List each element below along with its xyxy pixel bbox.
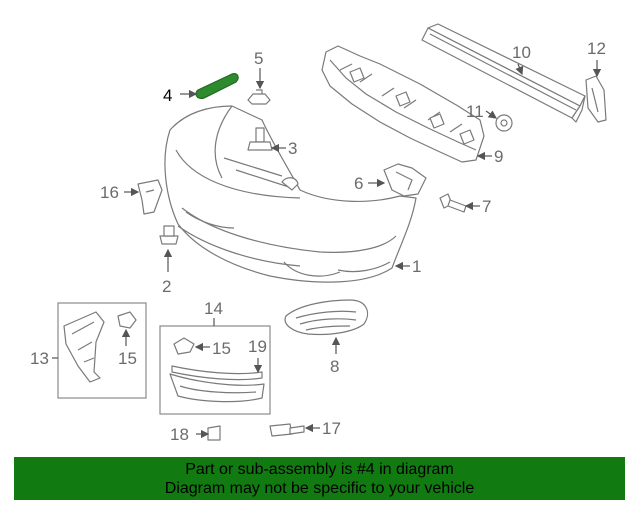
callout-10: 10: [512, 43, 531, 62]
fog-lamp-bezel-part[interactable]: [284, 299, 369, 336]
callout-5: 5: [254, 49, 263, 68]
molding-part-19[interactable]: [171, 365, 263, 381]
sub-assembly-box-14: [159, 325, 271, 415]
sub-assembly-box-13: [57, 302, 147, 399]
callout-3: 3: [288, 139, 297, 158]
parts-diagram: 4 5 3 6 7 9 10 11 12 16 2 1 8 13 15 14 1…: [30, 23, 607, 444]
bolt-part-2[interactable]: [159, 225, 179, 245]
energy-absorber-part[interactable]: [321, 45, 485, 163]
nut-part[interactable]: [495, 114, 513, 132]
callout-8: 8: [330, 357, 339, 376]
callout-6: 6: [354, 174, 363, 193]
clip-part-18[interactable]: [207, 425, 221, 441]
callout-11: 11: [466, 102, 484, 121]
callout-14: 14: [204, 299, 223, 318]
clip-part-15a[interactable]: [117, 311, 137, 329]
callout-7: 7: [482, 197, 491, 216]
side-bracket-part[interactable]: [585, 75, 607, 123]
reinforcement-bar-part[interactable]: [421, 23, 586, 123]
molding-strip-part[interactable]: [195, 73, 239, 99]
callout-2: 2: [162, 277, 171, 296]
callout-9: 9: [494, 147, 503, 166]
callout-15a: 15: [118, 349, 137, 368]
screw-part-17[interactable]: [269, 423, 305, 437]
retainer-bracket-part[interactable]: [383, 163, 427, 197]
bolt-part-7[interactable]: [439, 193, 467, 213]
callout-16: 16: [100, 183, 119, 202]
callout-4: 4: [163, 86, 172, 105]
callout-17: 17: [322, 419, 341, 438]
callout-18: 18: [170, 425, 189, 444]
callout-13: 13: [30, 349, 49, 368]
side-retainer-part[interactable]: [137, 179, 163, 215]
clip-part-15b[interactable]: [173, 337, 195, 355]
lower-grille-part[interactable]: [169, 373, 265, 403]
callout-15b: 15: [212, 339, 231, 358]
air-guide-part[interactable]: [63, 311, 105, 383]
callout-1: 1: [412, 257, 421, 276]
callout-12: 12: [587, 39, 606, 58]
callout-19: 19: [248, 337, 267, 356]
info-banner: Part or sub-assembly is #4 in diagram Di…: [14, 457, 625, 500]
clip-part[interactable]: [247, 89, 271, 105]
bumper-cover-part[interactable]: [164, 105, 417, 283]
banner-line-2: Diagram may not be specific to your vehi…: [164, 480, 475, 497]
banner-line-1: Part or sub-assembly is #4 in diagram: [185, 461, 454, 478]
